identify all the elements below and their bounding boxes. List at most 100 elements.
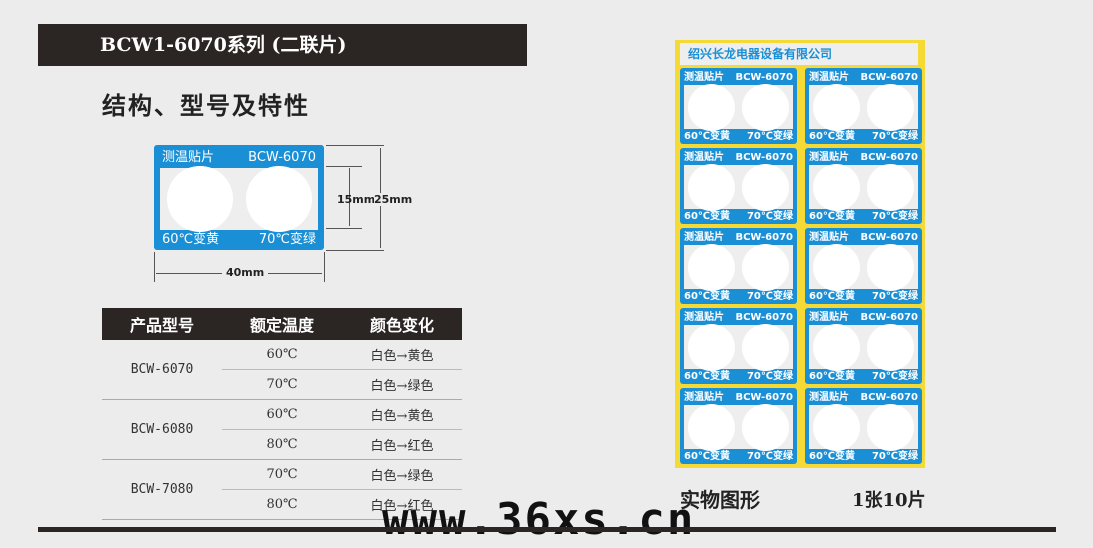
indicator-dot bbox=[742, 403, 790, 451]
indicator-dot bbox=[166, 166, 233, 232]
change-cell: 白色→绿色 bbox=[342, 459, 462, 490]
label-temp-left: 60℃变黄 bbox=[809, 371, 856, 382]
temp-cell: 80℃ bbox=[222, 429, 342, 460]
sheet-label: 测温贴片 BCW-6070 60℃变黄 70℃变绿 bbox=[805, 308, 922, 384]
label-name: 测温贴片 bbox=[684, 72, 724, 83]
label-name: 测温贴片 bbox=[809, 152, 849, 163]
indicator-dot bbox=[812, 403, 860, 451]
change-cell: 白色→红色 bbox=[342, 429, 462, 460]
label-temp-left: 60℃变黄 bbox=[809, 291, 856, 302]
label-temp-right: 70℃变绿 bbox=[746, 131, 793, 142]
col-header: 颜色变化 bbox=[342, 308, 462, 340]
section-title: 结构、型号及特性 bbox=[102, 92, 310, 120]
indicator-dot bbox=[867, 403, 915, 451]
label-model: BCW-6070 bbox=[735, 152, 793, 163]
dim-line bbox=[154, 252, 155, 282]
dim-line bbox=[326, 166, 362, 167]
sheet-label: 测温贴片 BCW-6070 60℃变黄 70℃变绿 bbox=[680, 68, 797, 144]
sheet-label: 测温贴片 BCW-6070 60℃变黄 70℃变绿 bbox=[805, 228, 922, 304]
label-temp-right: 70℃变绿 bbox=[746, 211, 793, 222]
temp-cell: 60℃ bbox=[222, 340, 342, 370]
label-temp-left: 60℃变黄 bbox=[684, 291, 731, 302]
col-header: 额定温度 bbox=[222, 308, 342, 340]
temp-cell: 70℃ bbox=[222, 459, 342, 490]
dim-arrow bbox=[349, 168, 350, 226]
indicator-dot bbox=[687, 323, 735, 371]
indicator-dot bbox=[742, 163, 790, 211]
label-name: 测温贴片 bbox=[809, 232, 849, 243]
indicator-dot bbox=[742, 243, 790, 291]
dim-outer-height: 25mm bbox=[374, 193, 413, 206]
dim-inner-height: 15mm bbox=[337, 193, 376, 206]
label-temp-left: 60℃变黄 bbox=[809, 211, 856, 222]
sheet-caption: 实物图形 bbox=[680, 488, 760, 512]
label-temp-right: 70℃变绿 bbox=[871, 291, 918, 302]
label-name: 测温贴片 bbox=[684, 392, 724, 403]
label-temp-right: 70℃变绿 bbox=[746, 291, 793, 302]
label-temp-left: 60℃变黄 bbox=[684, 131, 731, 142]
dim-width: 40mm bbox=[222, 266, 269, 279]
label-temp-right: 70℃变绿 bbox=[746, 451, 793, 462]
indicator-dot bbox=[687, 403, 735, 451]
label-model: BCW-6070 bbox=[860, 72, 918, 83]
temp-cell: 60℃ bbox=[222, 399, 342, 430]
label-name: 测温贴片 bbox=[684, 152, 724, 163]
label-temp-right: 70℃变绿 bbox=[871, 131, 918, 142]
sheet-label: 测温贴片 BCW-6070 60℃变黄 70℃变绿 bbox=[680, 228, 797, 304]
indicator-dot bbox=[742, 323, 790, 371]
indicator-dot bbox=[812, 83, 860, 131]
change-cell: 白色→绿色 bbox=[342, 369, 462, 400]
label-temp-right: 70℃变绿 bbox=[871, 451, 918, 462]
label-model: BCW-6070 bbox=[860, 232, 918, 243]
indicator-dot bbox=[687, 243, 735, 291]
label-model: BCW-6070 bbox=[860, 392, 918, 403]
indicator-dot bbox=[687, 83, 735, 131]
label-name: 测温贴片 bbox=[684, 232, 724, 243]
dim-line bbox=[324, 252, 325, 282]
indicator-dot bbox=[812, 243, 860, 291]
page-header: BCW1-6070系列 (二联片) bbox=[38, 24, 527, 66]
dim-line bbox=[326, 145, 384, 146]
sheet-label: 测温贴片 BCW-6070 60℃变黄 70℃变绿 bbox=[680, 148, 797, 224]
indicator-dot bbox=[812, 163, 860, 211]
model-cell: BCW-6080 bbox=[102, 399, 222, 460]
label-model: BCW-6070 bbox=[735, 72, 793, 83]
model-cell: BCW-7080 bbox=[102, 459, 222, 520]
label-model: BCW-6070 bbox=[248, 150, 316, 165]
indicator-dot bbox=[687, 163, 735, 211]
footer-rule bbox=[38, 527, 1056, 532]
watermark: www.36xs.cn bbox=[382, 494, 696, 545]
indicator-dot bbox=[867, 323, 915, 371]
label-name: 测温贴片 bbox=[162, 150, 215, 165]
temp-cell: 70℃ bbox=[222, 369, 342, 400]
label-name: 测温贴片 bbox=[809, 312, 849, 323]
label-temp-left: 60℃变黄 bbox=[809, 451, 856, 462]
model-cell: BCW-6070 bbox=[102, 340, 222, 400]
indicator-dot bbox=[867, 163, 915, 211]
temp-cell: 80℃ bbox=[222, 489, 342, 520]
dim-line bbox=[326, 228, 362, 229]
sheet-count: 1张10片 bbox=[852, 490, 926, 511]
label-model: BCW-6070 bbox=[860, 312, 918, 323]
change-cell: 白色→黄色 bbox=[342, 399, 462, 430]
label-model: BCW-6070 bbox=[735, 232, 793, 243]
label-temp-right: 70℃变绿 bbox=[746, 371, 793, 382]
indicator-dot bbox=[867, 83, 915, 131]
label-temp-right: 70℃变绿 bbox=[871, 211, 918, 222]
label-temp-right: 70℃变绿 bbox=[871, 371, 918, 382]
label-temp-left: 60℃变黄 bbox=[809, 131, 856, 142]
label-temp-right: 70℃变绿 bbox=[258, 232, 316, 247]
label-temp-left: 60℃变黄 bbox=[684, 451, 731, 462]
label-temp-left: 60℃变黄 bbox=[684, 371, 731, 382]
dim-line bbox=[326, 250, 384, 251]
label-temp-left: 60℃变黄 bbox=[684, 211, 731, 222]
company-name: 绍兴长龙电器设备有限公司 bbox=[680, 43, 918, 65]
indicator-dot bbox=[867, 243, 915, 291]
